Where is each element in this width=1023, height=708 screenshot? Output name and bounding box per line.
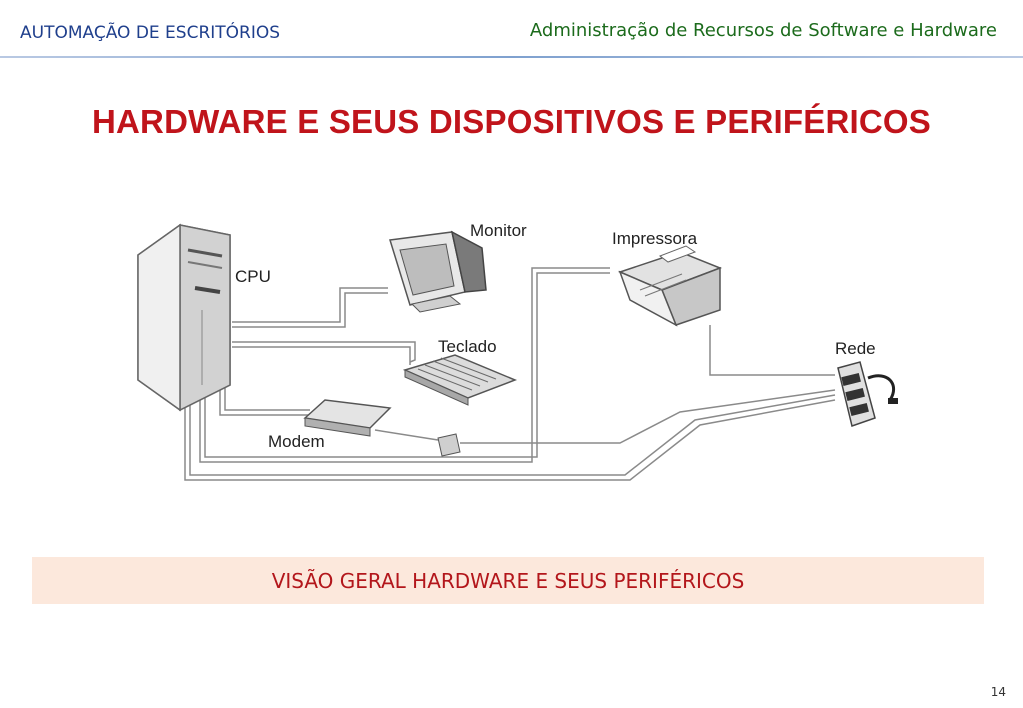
hardware-diagram: CPU Monitor Impressora Teclado Modem Red… <box>137 221 898 481</box>
printer-label: Impressora <box>612 229 698 248</box>
caption-banner: VISÃO GERAL HARDWARE E SEUS PERIFÉRICOS <box>32 557 984 604</box>
caption-text: VISÃO GERAL HARDWARE E SEUS PERIFÉRICOS <box>271 568 745 593</box>
header-divider <box>0 56 1023 58</box>
page-number: 14 <box>990 685 1006 699</box>
network-label: Rede <box>835 339 876 358</box>
printer-image <box>617 245 723 327</box>
keyboard-image <box>402 354 518 406</box>
modem-image <box>303 399 392 437</box>
modem-label: Modem <box>268 432 325 451</box>
network-hub-image <box>837 361 898 427</box>
phone-jack-image <box>437 433 461 457</box>
cpu-label: CPU <box>235 267 271 286</box>
header-right-title: Administração de Recursos de Software e … <box>529 20 997 41</box>
monitor-image <box>389 230 487 313</box>
header-left-title: AUTOMAÇÃO DE ESCRITÓRIOS <box>20 23 281 43</box>
slide-title: HARDWARE E SEUS DISPOSITIVOS E PERIFÉRIC… <box>91 103 932 140</box>
keyboard-label: Teclado <box>438 337 497 356</box>
cpu-tower-image <box>137 223 231 412</box>
monitor-label: Monitor <box>470 221 527 240</box>
